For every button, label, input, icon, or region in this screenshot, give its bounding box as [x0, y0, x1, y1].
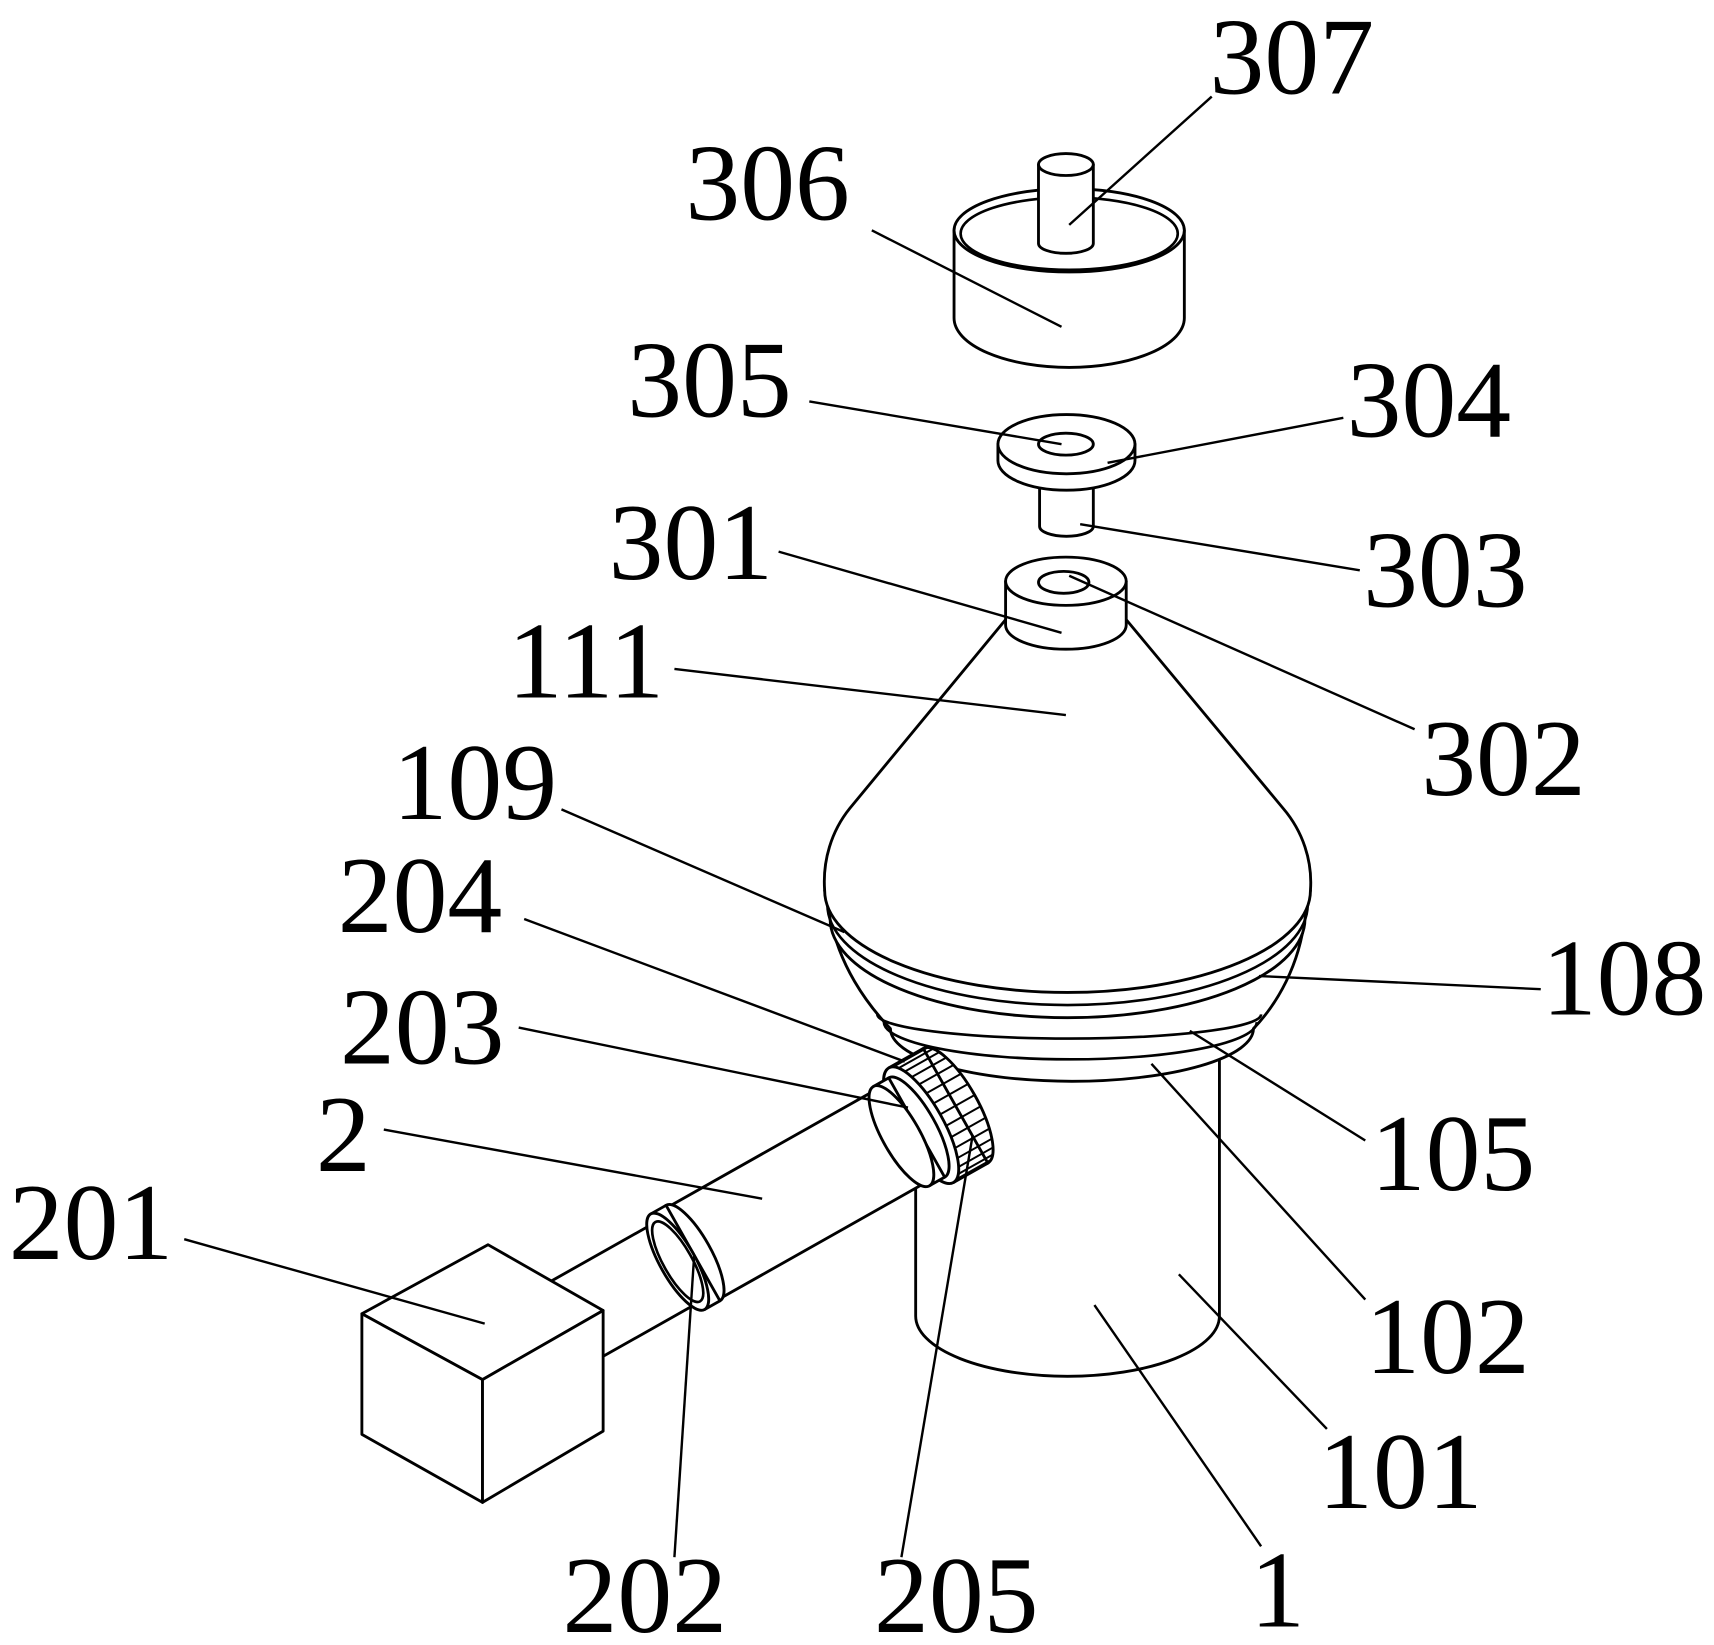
label-303: 303: [1363, 508, 1527, 630]
leader-102: [1150, 1062, 1367, 1301]
flange-line-upper: [875, 1014, 1263, 1040]
label-105: 105: [1371, 1092, 1535, 1214]
label-203: 203: [340, 966, 504, 1088]
leader-205: [900, 1134, 974, 1558]
label-205: 205: [874, 1534, 1038, 1645]
label-1: 1: [1250, 1528, 1305, 1645]
gear-tooth-line: [933, 1083, 969, 1105]
reference-labels: 307 306 305 304 301 303 111 302 109 204 …: [9, 0, 1707, 1645]
motor-box-right-face: [481, 1309, 605, 1504]
gear-tooth-line: [898, 1047, 934, 1069]
leader-201: [183, 1238, 486, 1325]
label-304: 304: [1347, 338, 1511, 460]
flange-line-middle: [882, 1021, 1259, 1061]
handle-pin-face: [1037, 152, 1095, 177]
label-202: 202: [563, 1534, 727, 1645]
label-301: 301: [609, 481, 773, 603]
leader-1: [1093, 1304, 1263, 1547]
gear-tooth-line: [911, 1056, 947, 1078]
label-102: 102: [1365, 1275, 1529, 1397]
short-shaft: [1038, 486, 1095, 538]
handle-pin-shell: [1037, 163, 1095, 255]
leader-304: [1107, 416, 1344, 464]
gear-tooth-line: [945, 1105, 982, 1127]
gear-tooth-line: [950, 1116, 987, 1139]
washer-disc: [996, 413, 1137, 492]
leader-101: [1177, 1273, 1328, 1430]
label-2: 2: [316, 1073, 371, 1195]
washer-disc-hole: [1037, 431, 1095, 457]
label-111: 111: [508, 599, 664, 721]
label-305: 305: [627, 319, 791, 441]
label-201: 201: [9, 1161, 173, 1283]
label-204: 204: [338, 834, 502, 956]
gear-tooth-line: [892, 1046, 929, 1068]
leader-204: [523, 917, 906, 1063]
motor-box: [360, 1243, 605, 1504]
gear-tooth-line: [925, 1073, 962, 1095]
leader-202: [673, 1255, 696, 1558]
gear-tooth-line: [956, 1159, 992, 1181]
top-collar: [1004, 555, 1128, 651]
leader-108: [1258, 974, 1541, 991]
leader-lines: [183, 95, 1541, 1558]
leader-111: [674, 667, 1067, 717]
leader-109: [560, 808, 845, 934]
label-306: 306: [685, 121, 849, 243]
top-collar-hole: [1037, 569, 1091, 595]
label-307: 307: [1210, 0, 1374, 117]
gear-tooth-line: [957, 1137, 993, 1159]
leader-305: [809, 400, 1062, 446]
label-108: 108: [1542, 916, 1706, 1038]
gear-tooth-line: [939, 1094, 976, 1116]
coupling-inner-edge: [650, 1220, 705, 1304]
leader-302: [1068, 574, 1416, 731]
conical-hopper: [822, 618, 1313, 994]
leader-203: [518, 1026, 909, 1109]
handle-pin: [1037, 152, 1095, 255]
leader-306: [871, 229, 1063, 328]
leader-301: [778, 550, 1062, 634]
pipe-ring-face: [867, 1084, 936, 1189]
label-101: 101: [1318, 1410, 1482, 1532]
sealing-ring-groove: [826, 904, 1310, 1007]
leader-303: [1079, 523, 1360, 572]
pipe-assembly: [491, 1046, 995, 1395]
leader-307: [1068, 95, 1213, 226]
label-302: 302: [1421, 697, 1585, 819]
gear-tooth-line: [918, 1064, 954, 1086]
gear-tooth-line: [957, 1153, 994, 1175]
gear-tooth-line: [958, 1146, 994, 1168]
leader-105: [1189, 1029, 1366, 1142]
gear-teeth: [892, 1046, 994, 1181]
gear-tooth-line: [904, 1051, 940, 1073]
label-109: 109: [393, 721, 557, 843]
leader-2: [383, 1128, 763, 1200]
